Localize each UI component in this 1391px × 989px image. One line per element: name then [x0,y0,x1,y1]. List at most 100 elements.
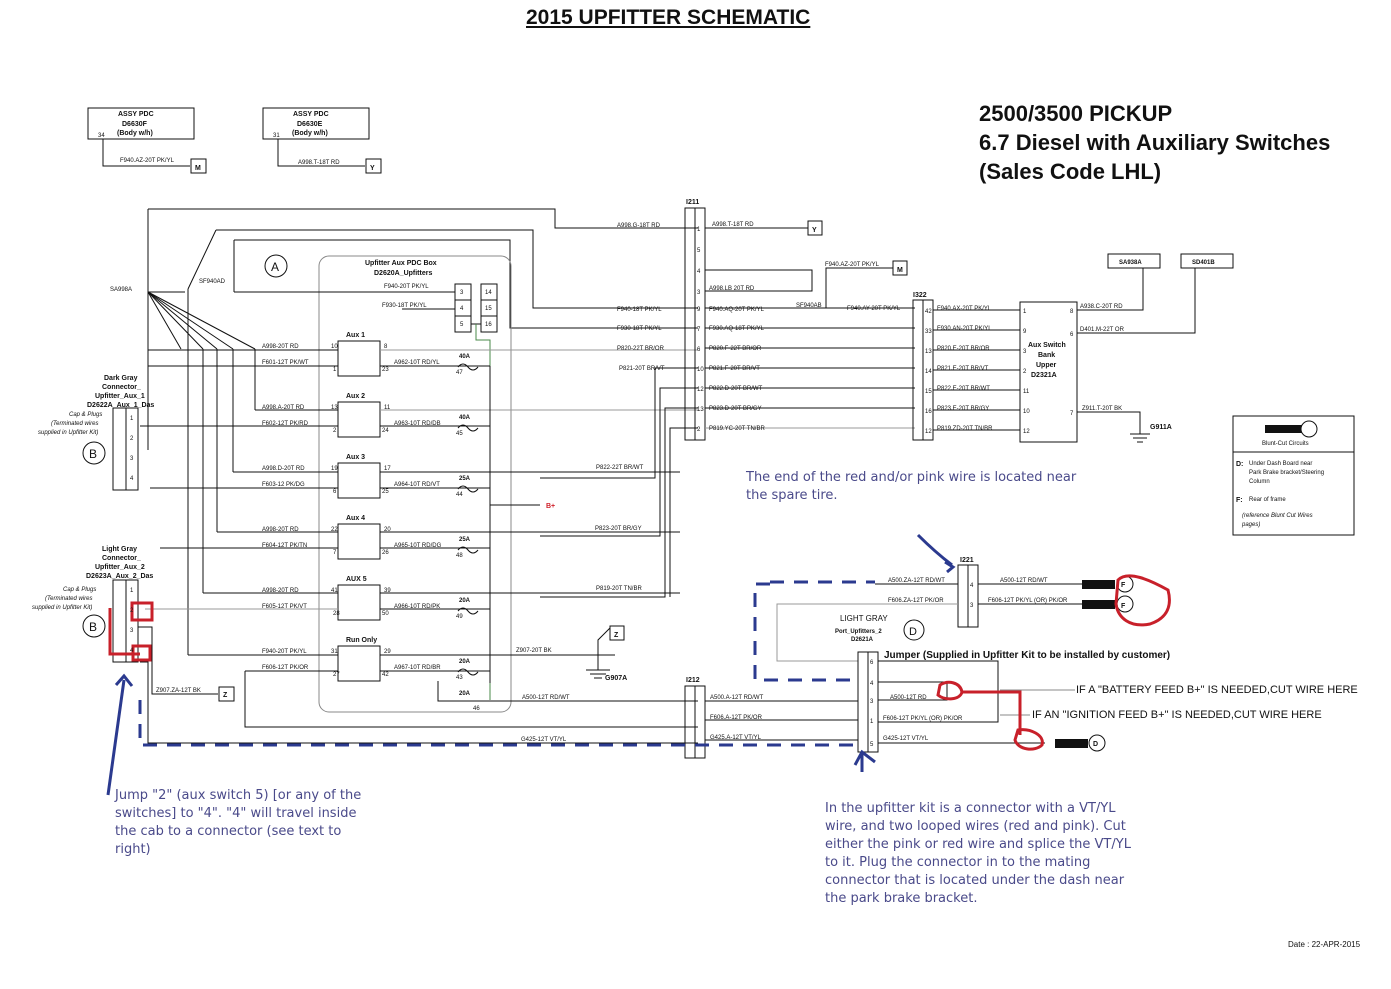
dark-gray-pin: 4 [130,476,134,482]
legend-d-key: D: [1236,461,1243,468]
i211-right-3: A998.LB 20T RD [709,286,755,292]
i322-pin: 14 [925,369,932,375]
extra-fuse-rating: 20A [459,691,471,697]
red-markup [108,574,1171,751]
cut-note-battery: IF A "BATTERY FEED B+" IS NEEDED,CUT WIR… [1076,684,1358,696]
legend-f-key: F: [1236,497,1243,504]
splice-sf940ab: SF940AB [796,303,822,309]
asb-left-pin: 2 [1023,369,1027,375]
relay-pin: 24 [382,428,389,434]
port-pin: 3 [870,699,874,705]
lower-wire-p822: P822-22T BR/WT [596,465,644,471]
port-upfitters-connector [857,651,869,753]
legend-box [1232,415,1355,536]
splice-sf940ad: SF940AD [199,279,226,285]
i211-label: I211 [686,199,699,206]
relay-aux-3 [337,462,381,499]
relay-pin: 26 [382,550,389,556]
ref-box-m [190,158,207,174]
schematic-title: 2015 UPFITTER SCHEMATIC [526,6,811,29]
i221-ref-f2: F [1121,603,1126,610]
circle-ref-b-2 [82,614,106,638]
splice-sd401b-label: SD401B [1192,260,1215,266]
i221-pin: 3 [970,603,974,609]
relay-pin: 27 [333,672,340,678]
circle-b1-label: B [89,447,97,461]
i221-label: I221 [960,557,974,564]
upfitter-aux-pdc-box [318,255,512,713]
relay-control-wire: F602-12T PK/RD [262,421,309,427]
relay-name: Aux 1 [346,332,365,339]
i322-right-3: P820.E-20T BR/OR [937,346,990,352]
i211-right-13: P823.D-20T BR/GY [709,406,762,412]
pdc1-title: ASSY PDC [118,111,154,118]
pdc-pin-5: 5 [460,322,464,328]
i211-pin: 6 [697,347,701,353]
vehicle-heading-line1: 2500/3500 PICKUP [979,101,1173,126]
blunt-cut-f-2 [1082,600,1115,609]
relay-coil-wire: F940-20T PK/YL [262,649,307,655]
connector-i322 [912,299,924,441]
light-gray-pin: 3 [130,628,134,634]
lg-note2: (Terminated wires [45,596,92,602]
relay-pin: 1 [333,367,337,373]
lg-z-wire: Z907.ZA-12T BK [156,688,201,694]
connector-i221 [957,564,969,628]
i211-pin: 9 [697,307,701,313]
pdc-box-d6630e [262,107,370,140]
lower-wire-p823: P823-20T BR/GY [595,526,642,532]
pdc-pin-14: 14 [485,290,492,296]
i221-left-4: A500.ZA-12T RD/WT [888,578,945,584]
i211-right-12: P822.D-20T BR/WT [709,386,763,392]
i211-left-1: A998.G-18T RD [617,223,661,229]
ref-circle-d-end [1088,734,1106,752]
i211-pin: 7 [697,327,701,333]
circle-d-label: D [909,626,917,638]
circle-ref-a [264,254,288,278]
pdc2-title: ASSY PDC [293,111,329,118]
lower-wire-p819: P819-20T TN/BR [596,586,642,592]
fuse-rating: 40A [459,354,471,360]
i212-right-3: G425.A-12T VT/YL [710,735,762,741]
port-line3: D2621A [851,637,874,643]
relay-control-wire: F601-12T PK/WT [262,360,309,366]
note-kit: In the upfitter kit is a connector with … [825,801,1131,906]
dg-line1: Dark Gray [104,375,138,382]
ref-box-z-left [218,686,235,702]
relay-pin: 28 [333,611,340,617]
legend-ref-1: (reference Blunt Cut Wires [1242,513,1313,519]
relay-output-wire: A964-10T RD/VT [394,482,440,488]
port-pin: 4 [870,681,874,687]
relay-pin: 17 [384,466,391,472]
relay-output-wire: A965-10T RD/DG [394,543,442,549]
fuse-pin: 48 [456,553,463,559]
ref-box-y [365,158,382,174]
circle-ref-d [903,619,925,641]
i322-right-6: P823.E-20T BR/GY [937,406,989,412]
dg-line2: Connector_ [102,384,141,391]
asb-left-pin: 10 [1023,409,1030,415]
i211-pin: 13 [697,407,704,413]
dark-gray-pin: 3 [130,456,134,462]
jumper-wire-g425: G425-12T VT/YL [883,736,929,742]
g911-label: G911A [1150,424,1172,431]
fuse-pin: 49 [456,614,463,620]
i211-right-2: P819.YC-20T TN/BR [709,426,765,432]
port-d-ref: D [1093,741,1098,748]
i322-label: I322 [913,292,927,299]
relay-coil-wire: A998-20T RD [262,588,299,594]
relay-pin: 31 [331,649,338,655]
lg-z-ref: Z [223,692,228,699]
i211-pin: 5 [697,248,701,254]
relay-control-wire: F606-12T PK/OR [262,665,309,671]
g907-wire: Z907-20T BK [516,648,552,654]
asb-left-pin: 11 [1023,389,1030,395]
relay-output-wire: A967-10T RD/BR [394,665,441,671]
relay-run-only [337,645,381,682]
i322-pin: 33 [925,329,932,335]
i211-right-9: F940.AQ-20T PK/YL [709,307,765,313]
pdc-pin-4: 4 [460,306,464,312]
pdc2-pin: 31 [273,133,280,139]
i221-pin: 4 [970,583,974,589]
wire-f940: F940-20T PK/YL [384,284,429,290]
